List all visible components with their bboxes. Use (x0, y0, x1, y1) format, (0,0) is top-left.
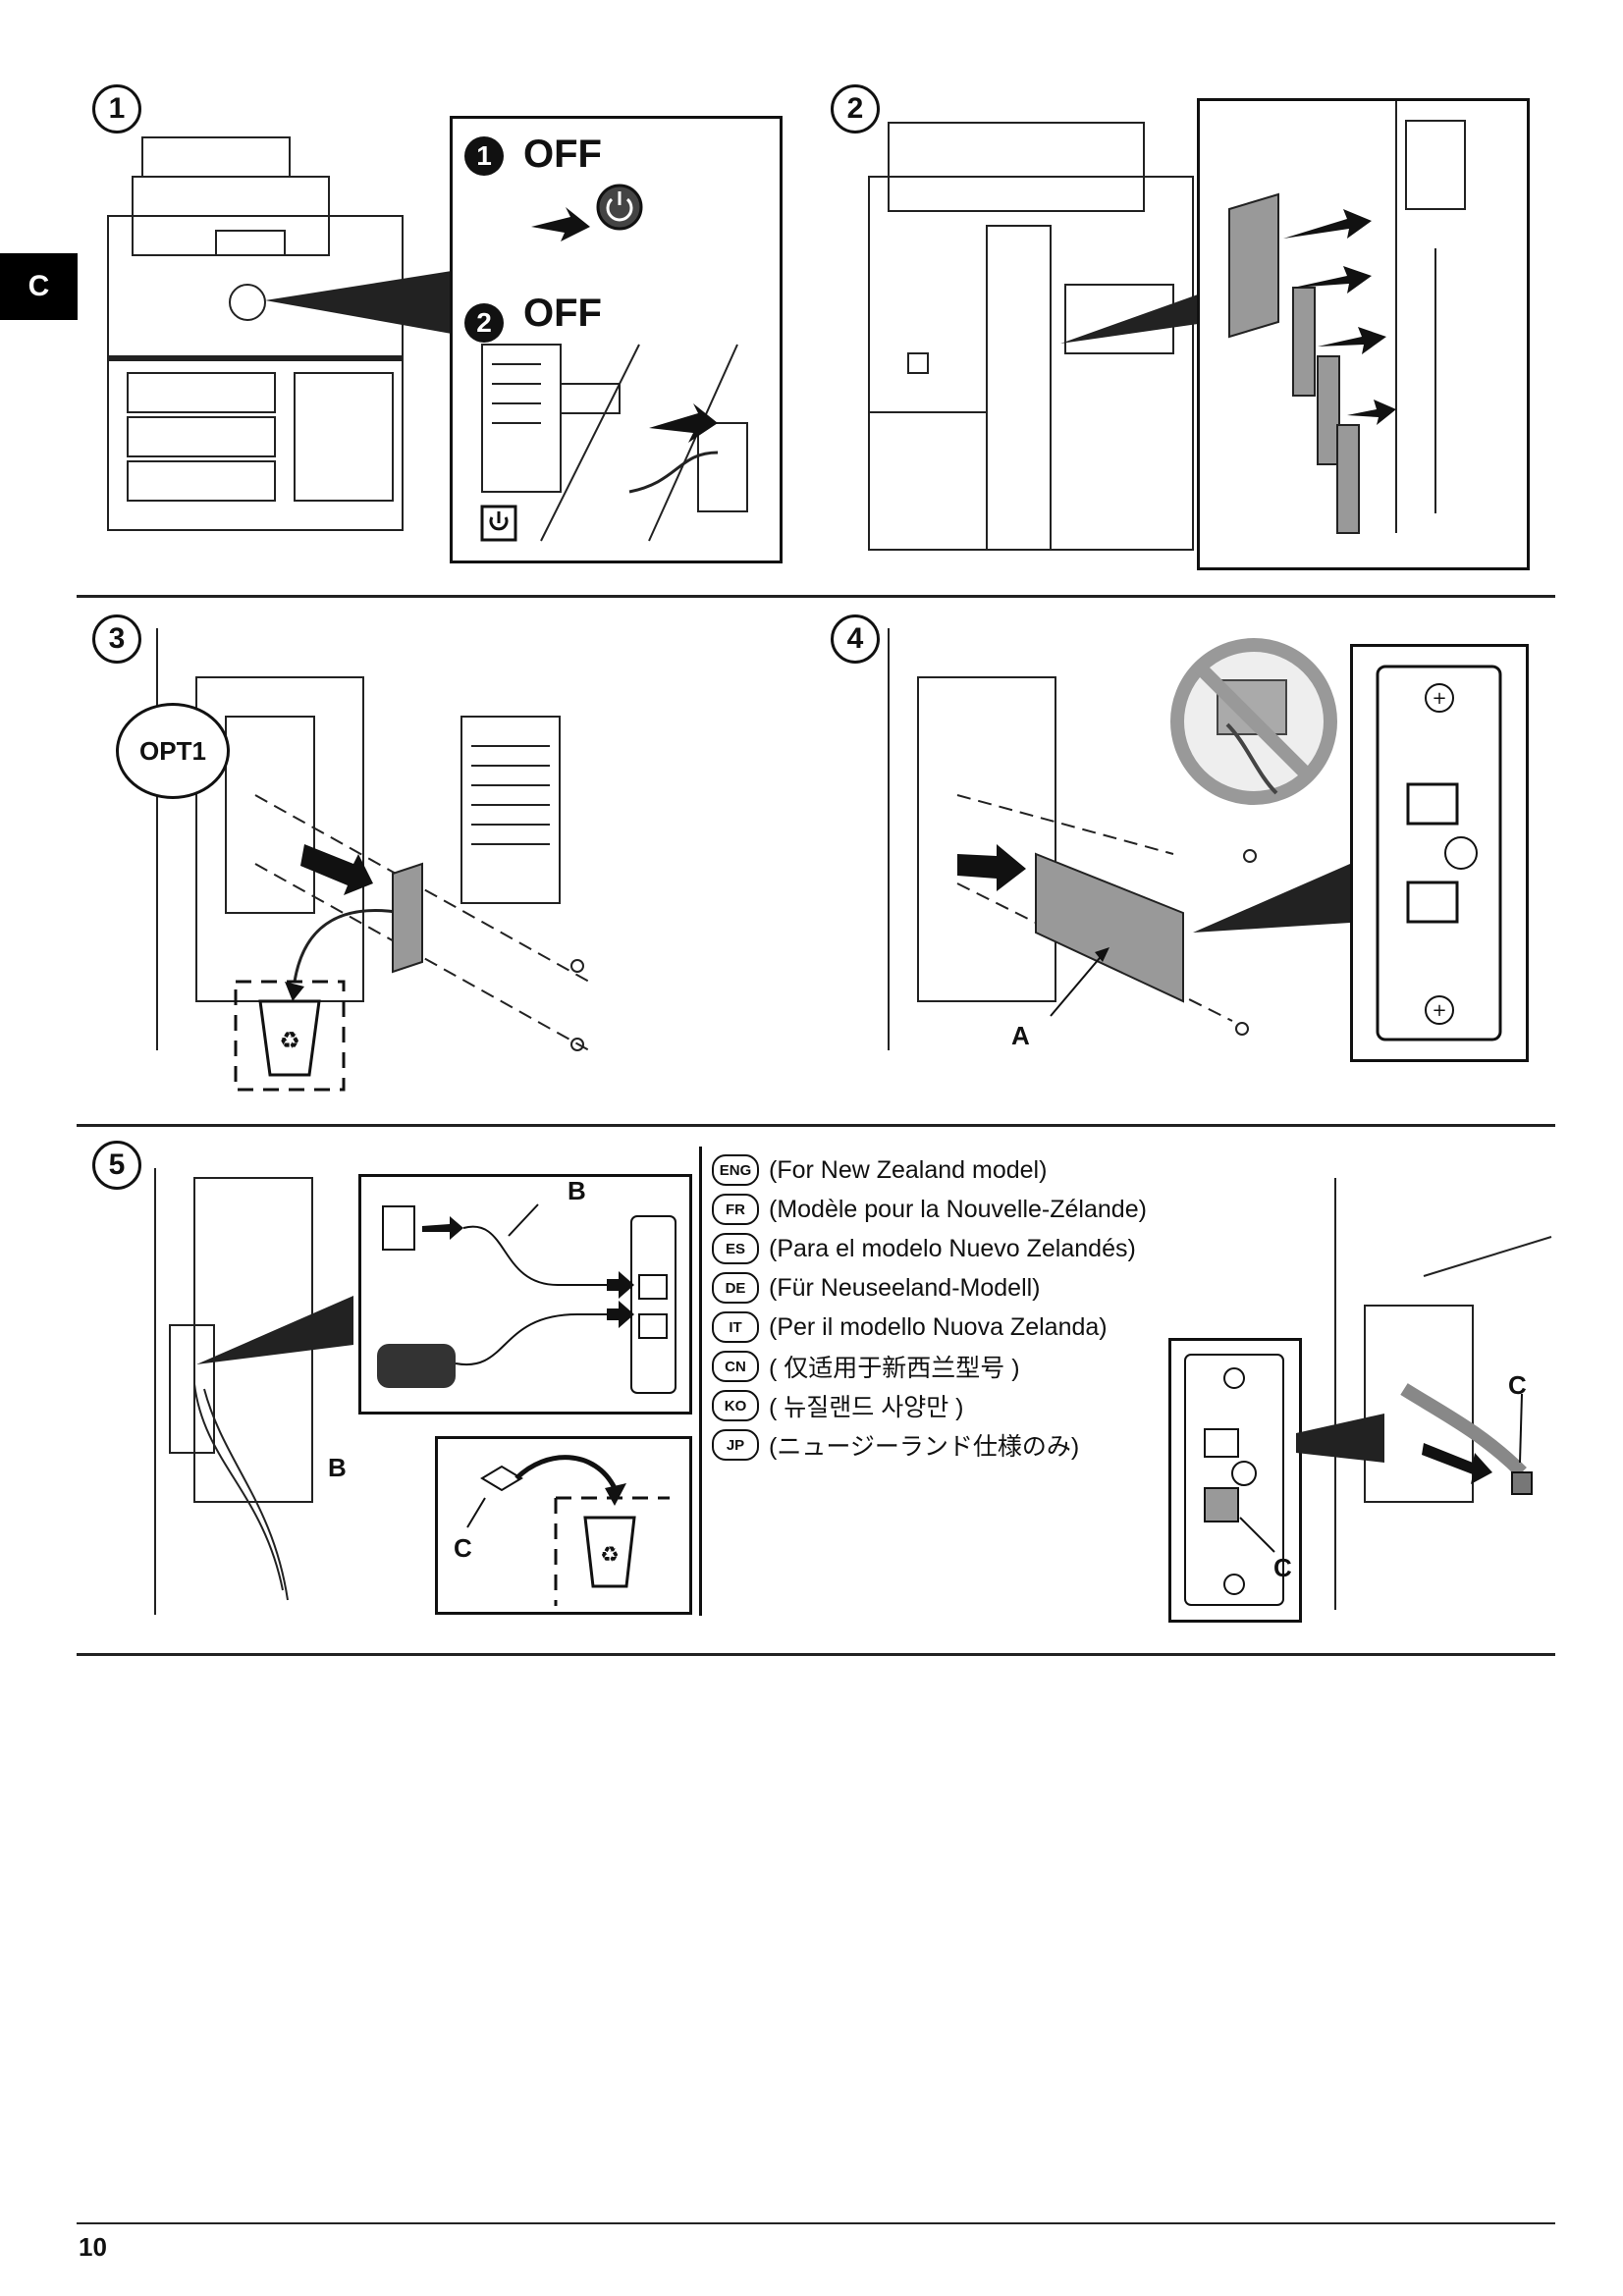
language-badge: FR (712, 1194, 759, 1225)
language-note: ENG (For New Zealand model) (712, 1150, 1147, 1190)
discard-card-panel: ♻ (435, 1436, 692, 1615)
copier-front-illustration (107, 136, 404, 531)
language-badge: CN (712, 1351, 759, 1382)
cable-cover-illustration (1334, 1178, 1552, 1610)
language-note-text: (Per il modello Nuova Zelanda) (769, 1312, 1108, 1341)
line-to-wall-and-phone-diagram (377, 1203, 676, 1394)
label-b-top: B (568, 1176, 586, 1205)
recycle-bin-icon (583, 1516, 636, 1588)
language-badge: KO (712, 1390, 759, 1421)
step-badge-2: 2 (464, 303, 504, 343)
step-5-number: 5 (92, 1141, 141, 1190)
svg-text:+: + (1432, 688, 1446, 709)
divider (77, 1653, 1555, 1656)
opt1-callout: OPT1 (116, 703, 230, 799)
divider (77, 595, 1555, 598)
language-note: CN ( 仅适用于新西兰型号 ) (712, 1347, 1147, 1386)
callout-wedge (1060, 294, 1198, 344)
remove-covers-illustration (1228, 101, 1466, 534)
callout-wedge (196, 1296, 353, 1364)
label-c-cable: C (1508, 1370, 1527, 1400)
recycle-bin-icon (258, 999, 321, 1077)
svg-text:+: + (1432, 1000, 1446, 1021)
divider (77, 1124, 1555, 1127)
language-note: IT (Per il modello Nuova Zelanda) (712, 1308, 1147, 1347)
step-1-number: 1 (92, 84, 141, 133)
insert-board-illustration (888, 628, 1257, 1050)
main-power-switch-illustration (480, 344, 748, 542)
remove-slot-cover-illustration: ♻ (156, 628, 590, 1092)
language-note-text: ( 뉴질랜드 사양만 ) (769, 1394, 964, 1421)
discard-label-diagram: ♻ (466, 1455, 670, 1606)
language-badge: ES (712, 1233, 759, 1264)
nz-board-panel (1168, 1338, 1302, 1623)
language-note: JP (ニュージーランド仕様のみ) (712, 1425, 1147, 1465)
language-badge: JP (712, 1429, 759, 1461)
power-off-panel: 1 OFF 2 OFF (450, 116, 783, 563)
off-label-1: OFF (523, 133, 602, 176)
discard-area (234, 980, 346, 1092)
language-note: FR (Modèle pour la Nouvelle-Zélande) (712, 1190, 1147, 1229)
callout-wedge (265, 271, 452, 334)
step-4-number: 4 (831, 614, 880, 664)
language-badge: DE (712, 1272, 759, 1304)
svg-text:♻: ♻ (279, 1027, 300, 1054)
fax-board-panel: + + (1350, 644, 1529, 1062)
label-c-bin: C (454, 1533, 472, 1563)
page-number: 10 (79, 2232, 107, 2262)
do-not-touch-icon (1170, 638, 1337, 805)
language-note-text: (Para el modelo Nuevo Zelandés) (769, 1234, 1136, 1262)
language-note-text: ( 仅适用于新西兰型号 ) (769, 1355, 1020, 1382)
label-c-card: C (1273, 1553, 1292, 1582)
language-badge: ENG (712, 1154, 759, 1186)
language-note-text: (Modèle pour la Nouvelle-Zélande) (769, 1195, 1147, 1223)
language-note: DE (Für Neuseeland-Modell) (712, 1268, 1147, 1308)
label-b-bottom: B (328, 1453, 347, 1482)
section-tab: C (0, 253, 78, 320)
language-note-text: (ニュージーランド仕様のみ) (769, 1433, 1080, 1461)
callout-wedge (1193, 864, 1350, 933)
line-connection-panel (358, 1174, 692, 1415)
language-note: KO ( 뉴질랜드 사양만 ) (712, 1386, 1147, 1425)
label-a: A (1011, 1021, 1030, 1050)
nz-board-closeup (1184, 1354, 1284, 1606)
footer-divider (77, 2222, 1555, 2224)
language-note-list: ENG (For New Zealand model) FR (Modèle p… (712, 1150, 1147, 1465)
step-2-number: 2 (831, 84, 880, 133)
language-note-text: (Für Neuseeland-Modell) (769, 1273, 1041, 1302)
language-note-text: (For New Zealand model) (769, 1155, 1048, 1184)
step-badge-1: 1 (464, 136, 504, 176)
power-button-icon (531, 184, 643, 241)
rear-cover-panel (1197, 98, 1530, 570)
svg-text:♻: ♻ (600, 1543, 620, 1568)
off-label-2: OFF (523, 292, 602, 335)
step-3-number: 3 (92, 614, 141, 664)
language-badge: IT (712, 1311, 759, 1343)
fax-board-closeup: + + (1376, 665, 1502, 1041)
column-divider (699, 1147, 702, 1616)
callout-wedge (1296, 1414, 1384, 1463)
language-note: ES (Para el modelo Nuevo Zelandés) (712, 1229, 1147, 1268)
